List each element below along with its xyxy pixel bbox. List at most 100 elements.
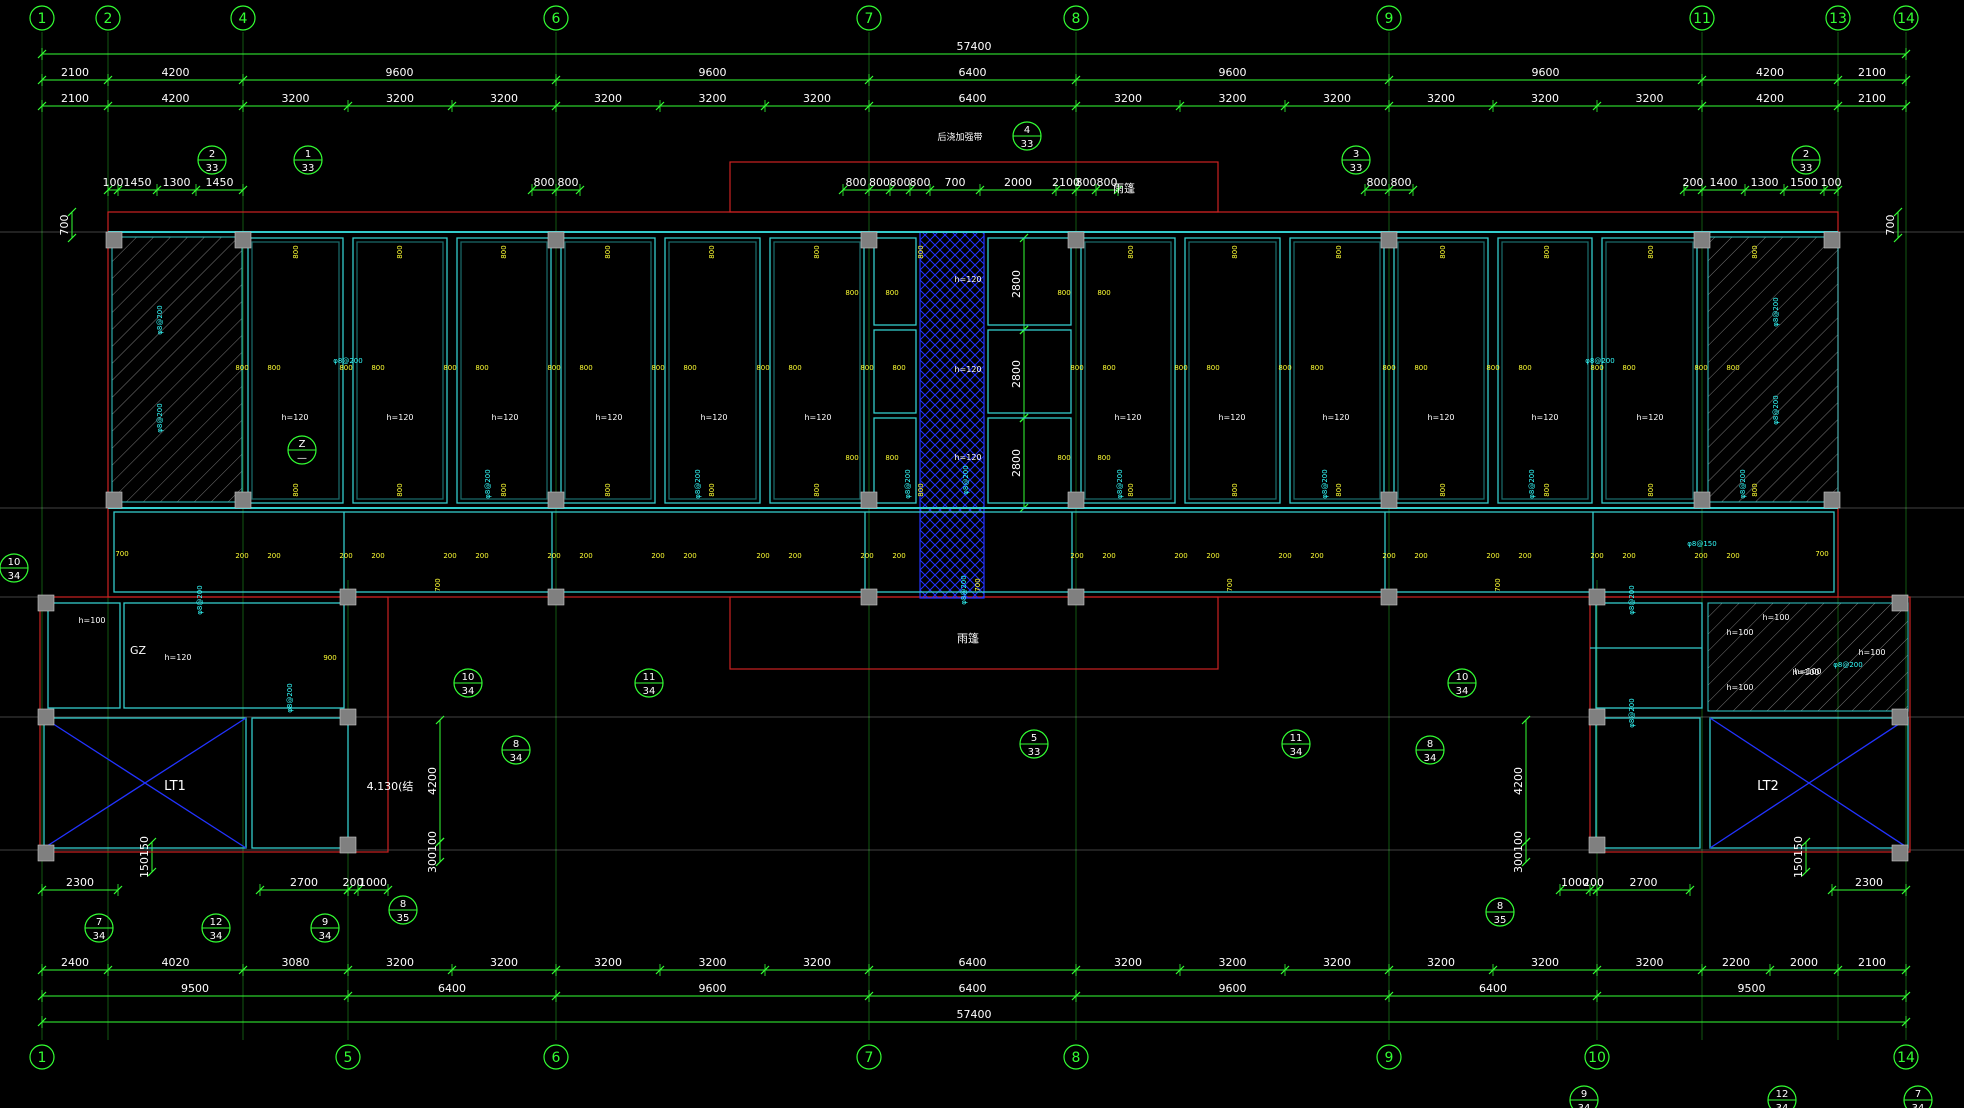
beam-label-b5: 800 <box>788 364 801 372</box>
slab-thickness-4: h=120 <box>700 413 727 422</box>
beam-label-top7: 800 <box>1127 245 1135 258</box>
column-15 <box>1823 491 1841 509</box>
dim-bottom-row1-label: 3200 <box>490 956 518 969</box>
dim-stair-right-label: 4200 <box>1512 767 1525 795</box>
column-31 <box>1891 844 1909 862</box>
rebar-v-6: φ8@200 <box>1628 698 1636 727</box>
slab-thickness-1: h=120 <box>386 413 413 422</box>
beam-mid-5: 800 <box>1097 289 1110 297</box>
column-11 <box>860 491 878 509</box>
slab-thickness-mid-3: h=120 <box>954 453 981 462</box>
dim-side-left <box>67 207 77 243</box>
column-13 <box>1380 491 1398 509</box>
dim-bottom-row1-label: 3200 <box>386 956 414 969</box>
svg-text:8: 8 <box>513 739 519 750</box>
dim-side-right <box>1893 207 1903 243</box>
dim-detail-right-label: 100 <box>1821 176 1842 189</box>
axis-bubble-top-4-text: 4 <box>239 11 248 27</box>
svg-text:34: 34 <box>1290 747 1303 758</box>
beam-label-b2: 800 <box>475 364 488 372</box>
dim-detail-left-label: 1450 <box>124 176 152 189</box>
slab-thickness-11: h=120 <box>1636 413 1663 422</box>
beam-mid-2: 800 <box>845 454 858 462</box>
rebar-2: φ8@200 <box>1585 357 1614 365</box>
dim-detail-right2 <box>1360 184 1418 196</box>
dim-detail-mid-label: 800 <box>1097 176 1118 189</box>
beam-corr-b1: 200 <box>371 552 384 560</box>
axis-bubble-top-9-text: 9 <box>1385 11 1394 27</box>
beam-label-b12: 800 <box>1622 364 1635 372</box>
dim-150-left <box>147 837 157 877</box>
dim-150-left-label: 150150 <box>138 836 151 878</box>
beam-label-b0: 800 <box>267 364 280 372</box>
rebar-corridor-6: φ8@200 <box>1739 469 1747 498</box>
dim-bottom-detail-3-label: 200 <box>343 876 364 889</box>
rebar-4: φ8@200 <box>1833 661 1862 669</box>
beam-label-a7: 800 <box>1070 364 1083 372</box>
beam-label-bot5: 800 <box>813 483 821 496</box>
beam-corr-b11: 200 <box>1518 552 1531 560</box>
dim-top-row1-label: 2100 <box>1858 66 1886 79</box>
dim-bottom-row1-label: 2000 <box>1790 956 1818 969</box>
elevator-right-label: LT2 <box>1757 779 1779 794</box>
dim-vert-2-label: 2800 <box>1010 360 1023 388</box>
beam-700-3: 700 <box>1494 578 1502 591</box>
dim-bottom-row1-label: 2400 <box>61 956 89 969</box>
slab-thickness-mid-2: h=120 <box>954 365 981 374</box>
svg-text:12: 12 <box>210 917 223 928</box>
dim-side-left-label: 700 <box>58 215 71 236</box>
dim-bottom-row2-label: 9500 <box>181 982 209 995</box>
dim-top-row1-label: 9600 <box>699 66 727 79</box>
dim-top-row2-label: 3200 <box>699 92 727 105</box>
detail-callout-8-35: 835 <box>388 895 418 925</box>
axis-bubble-top-8-text: 8 <box>1072 11 1081 27</box>
svg-text:2: 2 <box>209 149 215 160</box>
axis-bubble-top-1-text: 1 <box>38 11 47 27</box>
slab-thickness-left-room: h=120 <box>164 653 191 662</box>
axis-bubble-top-8: 8 <box>1063 5 1089 31</box>
slab-thickness-5: h=120 <box>804 413 831 422</box>
beam-label-b6: 800 <box>892 364 905 372</box>
dim-bottom-row2-label: 6400 <box>438 982 466 995</box>
level-note: 4.130(结 <box>367 780 414 793</box>
svg-text:11: 11 <box>643 672 656 683</box>
svg-text:8: 8 <box>1497 901 1503 912</box>
rebar-corridor-4: φ8@200 <box>1321 469 1329 498</box>
dim-top-row2-label: 3200 <box>1219 92 1247 105</box>
beam-label-a8: 800 <box>1174 364 1187 372</box>
beam-700-2: 700 <box>1226 578 1234 591</box>
beam-label-bot4: 800 <box>708 483 716 496</box>
detail-callout-7-34: 734 <box>1903 1085 1933 1108</box>
column-26 <box>1588 708 1606 726</box>
beam-corr-a3: 200 <box>547 552 560 560</box>
dim-stair-right-small-label: 300100 <box>1512 831 1525 873</box>
dim-detail-left-label: 1450 <box>206 176 234 189</box>
rebar-v-8: φ8@200 <box>962 465 970 494</box>
column-24 <box>37 708 55 726</box>
dim-top-row2-label: 3200 <box>1427 92 1455 105</box>
beam-corr-a8: 200 <box>1174 552 1187 560</box>
svg-text:35: 35 <box>397 913 410 924</box>
column-29 <box>339 836 357 854</box>
beam-mid-7: 800 <box>1097 454 1110 462</box>
dim-detail-left <box>103 184 248 196</box>
rebar-v-9: φ8@200 <box>960 575 968 604</box>
column-25 <box>339 708 357 726</box>
column-8 <box>105 491 123 509</box>
beam-label-b1: 800 <box>371 364 384 372</box>
dim-bottom-row1 <box>37 964 1911 976</box>
beam-corr-a11: 200 <box>1486 552 1499 560</box>
dim-vert-3-label: 2800 <box>1010 449 1023 477</box>
beam-corr-b5: 200 <box>788 552 801 560</box>
slab-thickness-alt-3: h=100 <box>1726 628 1753 637</box>
svg-text:33: 33 <box>302 163 315 174</box>
dim-bottom-row1-label: 3200 <box>1323 956 1351 969</box>
dim-top-row2-label: 3200 <box>803 92 831 105</box>
beam-corr-a9: 200 <box>1278 552 1291 560</box>
svg-text:34: 34 <box>210 931 223 942</box>
column-27 <box>1891 708 1909 726</box>
